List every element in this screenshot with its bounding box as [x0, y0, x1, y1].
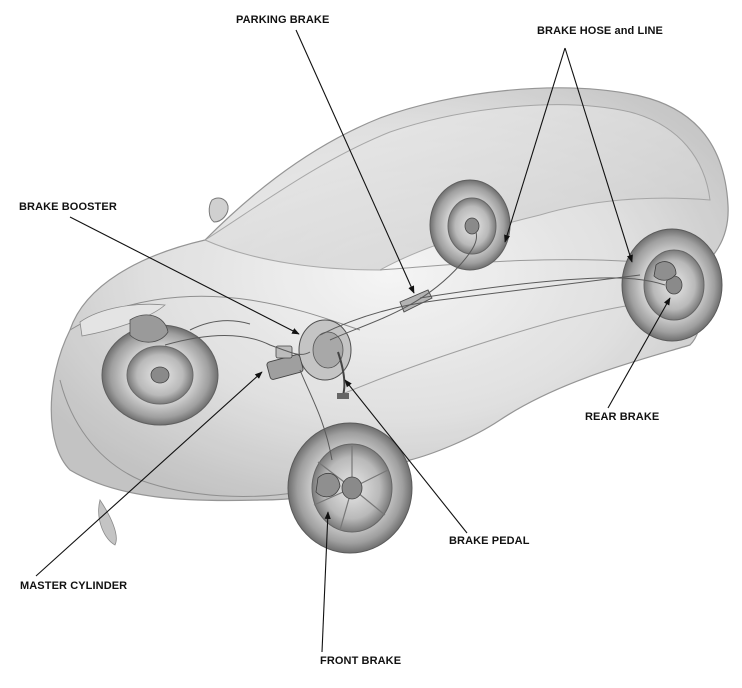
leader-brake-hose-a: [504, 47, 566, 243]
label-brake-booster: BRAKE BOOSTER: [19, 201, 117, 213]
label-master-cylinder: MASTER CYLINDER: [20, 580, 128, 592]
leader-rear-brake: [607, 297, 671, 409]
callout-leaders: [35, 29, 671, 653]
leader-brake-pedal: [344, 379, 468, 534]
front-left-wheel: [101, 314, 219, 426]
rear-left-wheel: [429, 179, 511, 271]
front-right-wheel: [287, 422, 413, 554]
leader-front-brake: [321, 511, 331, 653]
leader-brake-booster: [69, 216, 300, 335]
label-rear-brake: REAR BRAKE: [585, 411, 660, 423]
brake-lines: [164, 231, 666, 461]
leader-parking-brake: [295, 29, 415, 294]
leader-master-cylinder: [35, 371, 263, 577]
label-brake-pedal: BRAKE PEDAL: [449, 535, 530, 547]
leader-brake-hose-b: [564, 47, 633, 263]
rear-right-wheel: [621, 228, 723, 342]
brake-pedal-assembly: [337, 351, 349, 399]
label-parking-brake: PARKING BRAKE: [236, 14, 330, 26]
label-brake-hose-and-line: BRAKE HOSE and LINE: [537, 25, 663, 37]
label-front-brake: FRONT BRAKE: [320, 655, 402, 667]
brake-booster: [298, 319, 352, 381]
